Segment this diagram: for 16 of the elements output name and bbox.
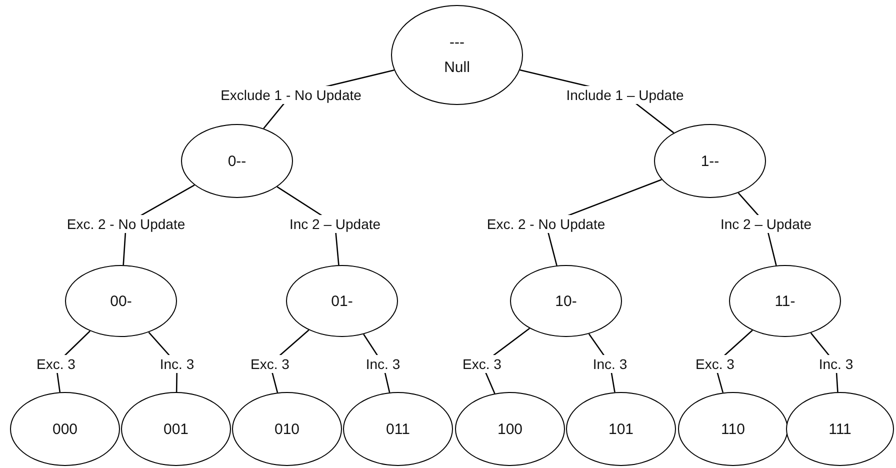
node-label: 100 bbox=[497, 420, 523, 438]
node-label: 111 bbox=[828, 420, 852, 438]
node-label: 011 bbox=[386, 420, 410, 438]
node-label: 01- bbox=[331, 292, 353, 310]
node-label: 010 bbox=[274, 420, 300, 438]
node-label: 001 bbox=[163, 420, 189, 438]
node-label: 00- bbox=[110, 292, 132, 310]
node-label: 110 bbox=[721, 420, 745, 438]
node-label: --- bbox=[450, 34, 464, 51]
node-label: 0-- bbox=[228, 152, 246, 170]
node-label: 10- bbox=[555, 292, 577, 310]
node-label: 11- bbox=[774, 292, 796, 310]
node-label: Null bbox=[444, 59, 470, 76]
node-label: 000 bbox=[52, 420, 78, 438]
node-label: 1-- bbox=[700, 152, 720, 170]
node-label: 101 bbox=[608, 420, 634, 438]
